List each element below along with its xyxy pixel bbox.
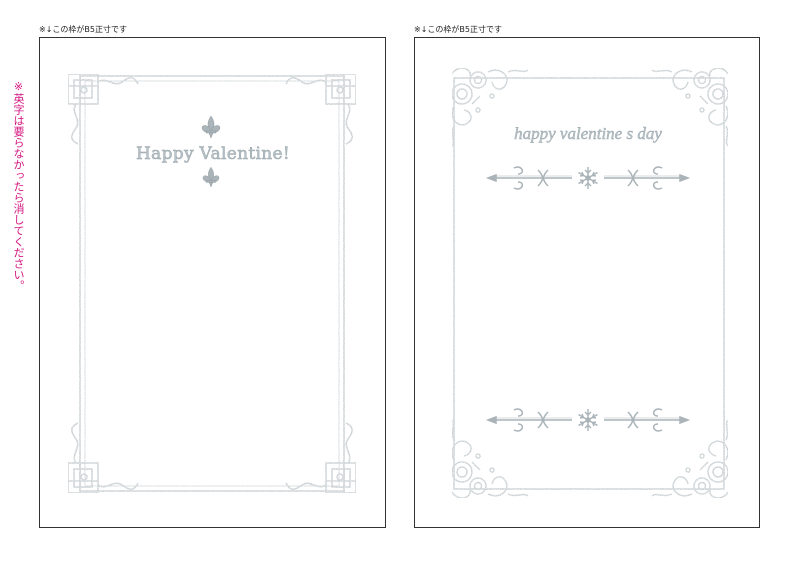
- left-fleur-bottom: [202, 166, 220, 188]
- left-sheet-caption: ※↓この枠がB5正寸です: [39, 25, 127, 34]
- left-heading: Happy Valentine!: [136, 144, 290, 164]
- right-frame: [451, 67, 729, 499]
- right-heading: happy valentine s day: [514, 124, 662, 143]
- left-frame: [67, 73, 357, 494]
- side-note: ※英字は要らなかったら消してください。: [12, 80, 25, 291]
- right-divider-top: [488, 167, 688, 189]
- left-fleur-top: [201, 115, 221, 139]
- right-divider-bottom: [488, 409, 688, 431]
- right-sheet-caption: ※↓この枠がB5正寸です: [414, 25, 502, 34]
